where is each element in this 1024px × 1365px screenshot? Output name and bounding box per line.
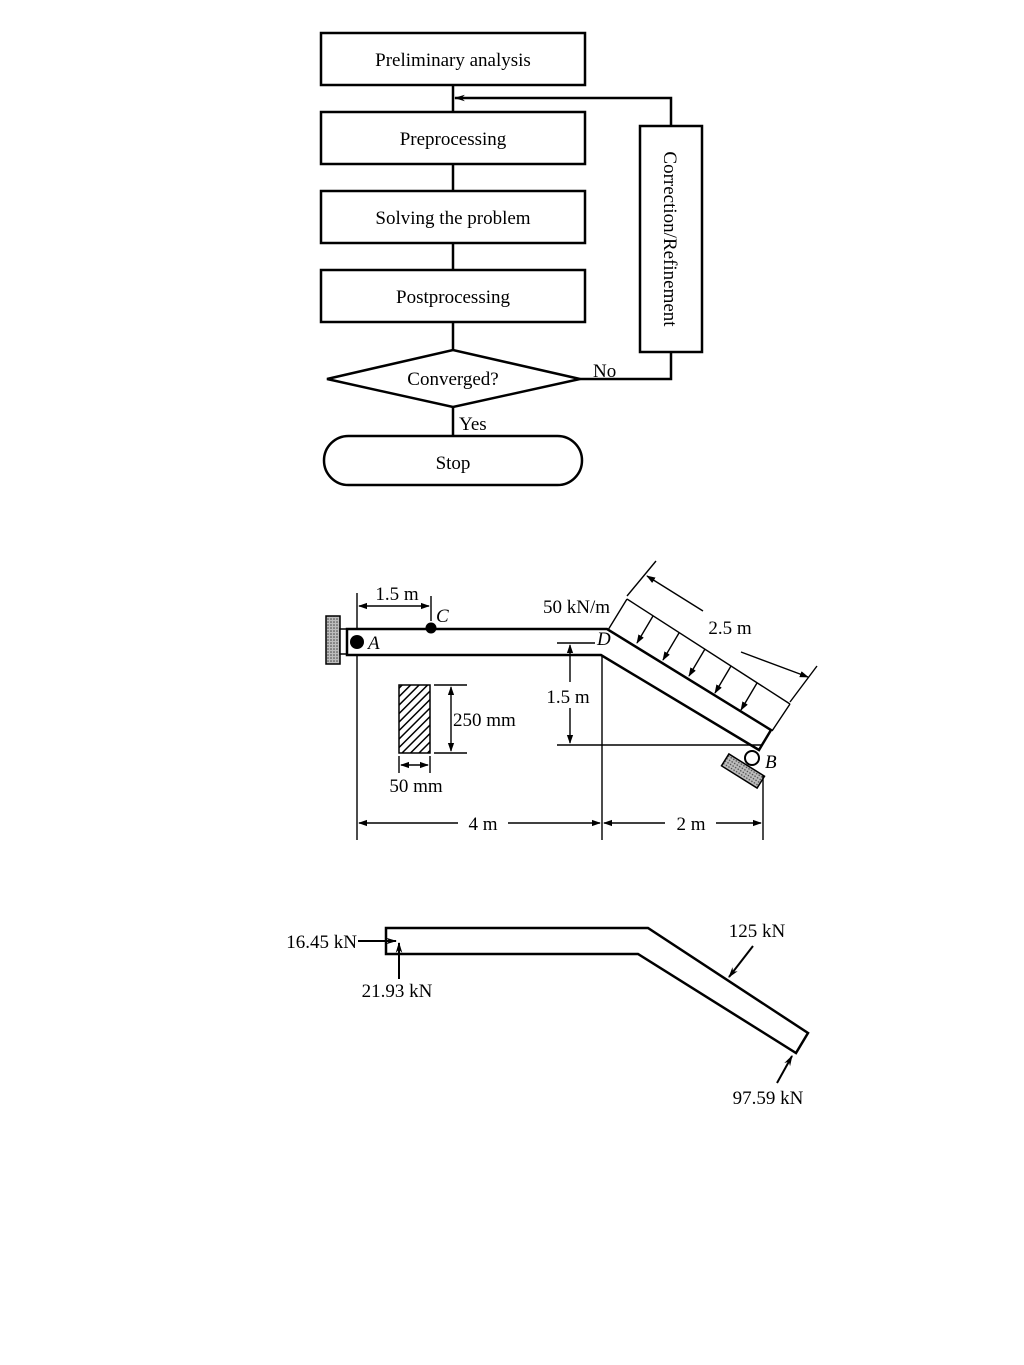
terminal-stop: Stop [322, 434, 584, 487]
dimension-arrow [646, 575, 704, 612]
reaction-ax-label: 16.45 kN [286, 932, 357, 953]
step-preliminary-analysis: Preliminary analysis [319, 31, 587, 87]
extension-line [626, 560, 657, 597]
flowchart: Preliminary analysis Preprocessing Solvi… [319, 31, 704, 487]
step-solving: Solving the problem [319, 189, 587, 245]
roller-base [720, 752, 766, 790]
load-boundary-line [607, 598, 628, 631]
reaction-b-label: 97.59 kN [733, 1088, 804, 1109]
decision-converged: Converged? [326, 348, 581, 409]
label-c: C [436, 606, 449, 627]
frame-member [384, 926, 810, 1055]
load-line [626, 598, 791, 705]
frame-diagram: A C D B 1.5 m 50 kN/m 2.5 m 1.5 m [325, 560, 818, 840]
dimension-arrow [740, 651, 809, 678]
load-arrow [714, 665, 732, 694]
feedback-label: Correction/Refinement [659, 151, 680, 327]
load-arrow [662, 632, 680, 661]
step-label: Postprocessing [396, 287, 511, 308]
resultant-arrow [728, 945, 754, 978]
dim-db-label: 2 m [676, 814, 705, 835]
extension-line [789, 665, 818, 703]
feedback-arrow [453, 94, 673, 126]
section-depth-label: 250 mm [453, 710, 516, 731]
dim-incline-label: 2.5 m [708, 618, 752, 639]
load-boundary-line [771, 703, 791, 732]
wall-support [325, 615, 341, 665]
step-preprocessing: Preprocessing [319, 110, 587, 166]
reaction-arrow-b [776, 1055, 793, 1084]
load-arrow [636, 615, 654, 644]
no-label: No [593, 361, 616, 382]
step-label: Preprocessing [400, 129, 507, 150]
label-a: A [366, 633, 380, 654]
step-postprocessing: Postprocessing [319, 268, 587, 324]
label-b: B [765, 752, 777, 773]
dim-ad-label: 4 m [468, 814, 497, 835]
roller-b [744, 750, 760, 766]
label-d: D [596, 629, 611, 650]
frame-member [345, 627, 773, 752]
load-arrow [740, 682, 758, 711]
dim-ac-label: 1.5 m [375, 584, 419, 605]
load-arrow [688, 648, 706, 677]
no-branch-line [580, 352, 673, 381]
reaction-ay-label: 21.93 kN [362, 981, 433, 1002]
dim-height-label: 1.5 m [546, 687, 590, 708]
section-width-label: 50 mm [389, 776, 443, 797]
load-label: 50 kN/m [543, 597, 610, 618]
resultant-label: 125 kN [729, 921, 786, 942]
free-body-diagram: 16.45 kN 21.93 kN 125 kN 97.59 kN [286, 921, 810, 1109]
step-label: Solving the problem [375, 208, 530, 229]
point-c [425, 622, 437, 634]
feedback-box: Correction/Refinement [638, 124, 704, 354]
pin-a [350, 635, 364, 649]
cross-section [398, 684, 431, 754]
load-arrows [636, 615, 758, 711]
step-label: Preliminary analysis [375, 50, 531, 71]
yes-label: Yes [459, 414, 487, 435]
terminal-label: Stop [436, 453, 471, 474]
decision-label: Converged? [407, 369, 498, 390]
